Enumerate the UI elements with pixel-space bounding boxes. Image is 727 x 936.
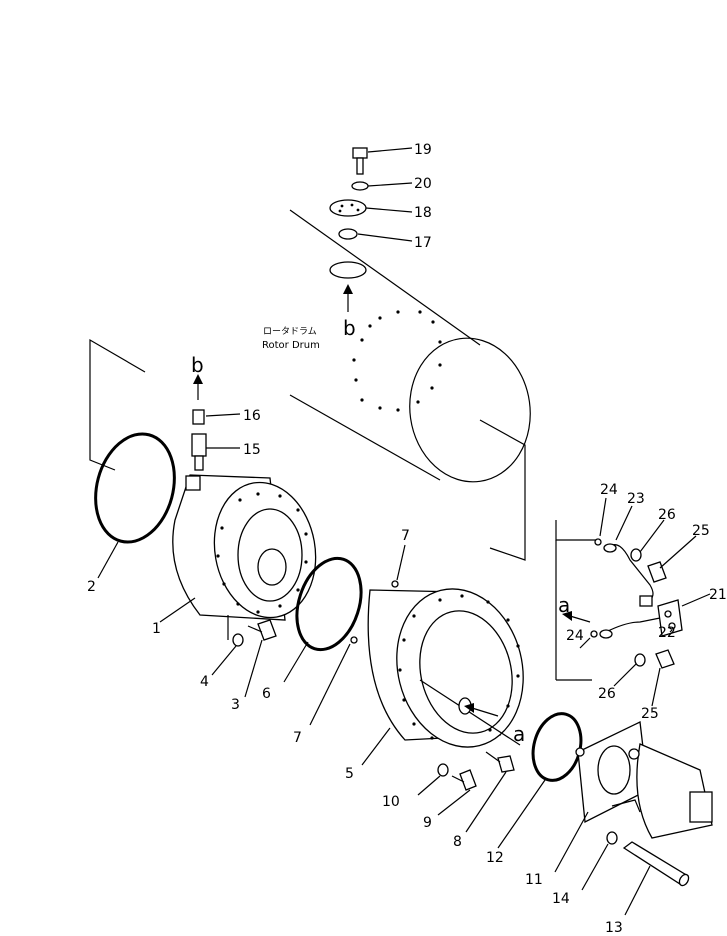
o-ring-2 bbox=[94, 432, 176, 544]
washer-26-top bbox=[630, 548, 642, 562]
callout-12: 12 bbox=[486, 850, 504, 866]
callout-22: 22 bbox=[658, 625, 676, 641]
washer-14 bbox=[606, 831, 618, 845]
bolt-3 bbox=[247, 619, 277, 641]
o-ring-6 bbox=[295, 556, 363, 652]
callout-6: 6 bbox=[262, 686, 271, 702]
pipe-leader-top bbox=[555, 520, 598, 541]
nut-8 bbox=[485, 751, 515, 773]
callout-17: 17 bbox=[414, 235, 432, 251]
hydraulic-motor-11 bbox=[575, 721, 713, 839]
callout-15: 15 bbox=[243, 442, 261, 458]
callout-25-bottom: 25 bbox=[641, 706, 659, 722]
washer-4 bbox=[232, 633, 244, 647]
callout-24-bottom: 24 bbox=[566, 628, 584, 644]
callout-11: 11 bbox=[525, 872, 543, 888]
callout-9: 9 bbox=[423, 815, 432, 831]
rotor-drum-label-jp: ロータドラム bbox=[263, 326, 317, 337]
callout-18: 18 bbox=[414, 205, 432, 221]
drum-leader-right bbox=[479, 419, 526, 561]
callout-25-top: 25 bbox=[692, 523, 710, 539]
arrow-label-b-left: b bbox=[191, 353, 204, 377]
drum-bolt-holes bbox=[352, 310, 442, 412]
callout-26-bottom: 26 bbox=[598, 686, 616, 702]
pipe-23 bbox=[603, 543, 654, 607]
final-drive-1 bbox=[172, 474, 317, 621]
top-fittings bbox=[329, 147, 369, 312]
washer-10 bbox=[437, 763, 449, 777]
plug-7-top bbox=[391, 580, 399, 588]
callout-2: 2 bbox=[87, 579, 96, 595]
washer-24-top bbox=[594, 538, 602, 546]
drum-leader-left bbox=[89, 338, 146, 471]
callout-10: 10 bbox=[382, 794, 400, 810]
washer-24-bot bbox=[590, 630, 598, 638]
callout-7-top: 7 bbox=[401, 528, 410, 544]
callout-16: 16 bbox=[243, 408, 261, 424]
o-ring-12 bbox=[531, 712, 583, 782]
arrow-label-a-housing: a bbox=[513, 722, 525, 746]
washer-26-bot bbox=[634, 653, 646, 667]
callout-8: 8 bbox=[453, 834, 462, 850]
callout-5: 5 bbox=[345, 766, 354, 782]
callout-21: 21 bbox=[709, 587, 727, 603]
bolt-9 bbox=[451, 769, 477, 791]
callout-7-bottom: 7 bbox=[293, 730, 302, 746]
rotor-drum: ロータドラム Rotor Drum bbox=[262, 209, 531, 483]
callout-4: 4 bbox=[200, 674, 209, 690]
callout-14: 14 bbox=[552, 891, 570, 907]
arrow-label-b-top: b bbox=[343, 316, 356, 340]
arrow-label-a-right: a bbox=[558, 593, 570, 617]
callout-19: 19 bbox=[414, 142, 432, 158]
fitting-15-16 bbox=[191, 374, 207, 471]
bracket-21 bbox=[657, 599, 683, 637]
housing-5 bbox=[367, 588, 524, 748]
callout-13: 13 bbox=[605, 920, 623, 936]
callout-23: 23 bbox=[627, 491, 645, 507]
pipe-22 bbox=[599, 617, 661, 639]
motor-leader bbox=[611, 799, 641, 813]
rotor-drum-label-en: Rotor Drum bbox=[262, 340, 320, 351]
shaft-13 bbox=[622, 841, 690, 887]
callout-1: 1 bbox=[152, 621, 161, 637]
callout-20: 20 bbox=[414, 176, 432, 192]
plug-7-side bbox=[350, 636, 358, 644]
callout-3: 3 bbox=[231, 697, 240, 713]
bolt-25-bot bbox=[655, 649, 675, 669]
callout-26-top: 26 bbox=[658, 507, 676, 523]
callout-24-top: 24 bbox=[600, 482, 618, 498]
